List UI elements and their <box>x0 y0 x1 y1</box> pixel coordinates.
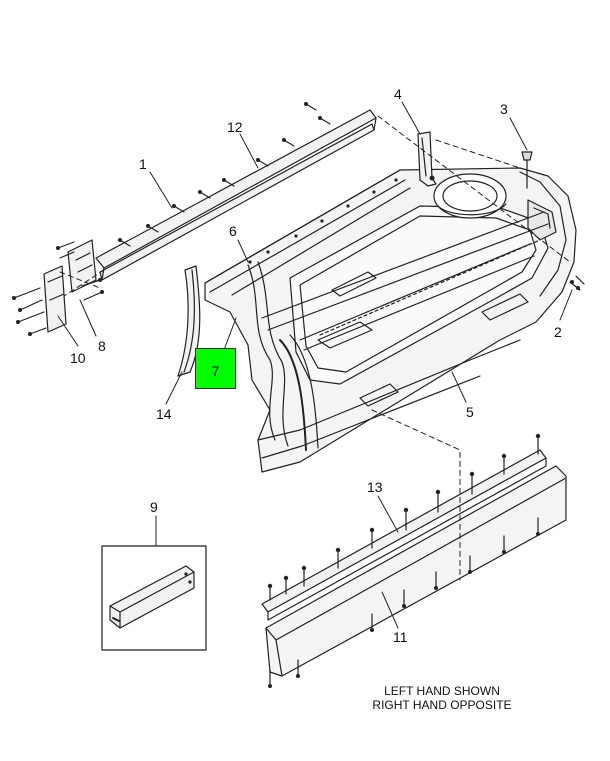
fastener-3 <box>521 151 533 189</box>
end-brackets <box>12 239 104 336</box>
caption-line-2: RIGHT HAND OPPOSITE <box>372 698 512 712</box>
callout-9: 9 <box>150 499 158 515</box>
callout-4: 4 <box>394 86 402 102</box>
callout-3: 3 <box>500 101 508 117</box>
callout-2: 2 <box>554 324 562 340</box>
callout-8: 8 <box>98 338 106 354</box>
callout-14: 14 <box>156 406 172 422</box>
side-panel-body <box>204 167 585 473</box>
detail-inset-9 <box>101 545 207 651</box>
bracket-4 <box>417 131 437 187</box>
leader-lines <box>57 101 573 629</box>
highlighted-callout-7[interactable]: 7 <box>195 348 236 389</box>
callout-12: 12 <box>227 119 243 135</box>
callout-10: 10 <box>70 350 86 366</box>
callout-5: 5 <box>466 404 474 420</box>
callout-1: 1 <box>139 156 147 172</box>
callout-11: 11 <box>393 629 408 645</box>
callout-7: 7 <box>211 363 220 379</box>
callout-13: 13 <box>367 479 383 495</box>
diagram-caption: LEFT HAND SHOWN RIGHT HAND OPPOSITE <box>352 684 532 712</box>
alignment-lines <box>59 115 571 581</box>
upper-rail <box>95 102 377 281</box>
trim-strip-14 <box>177 265 201 377</box>
lower-step-assembly <box>261 433 567 688</box>
callout-6: 6 <box>229 223 237 239</box>
caption-line-1: LEFT HAND SHOWN <box>384 684 500 698</box>
